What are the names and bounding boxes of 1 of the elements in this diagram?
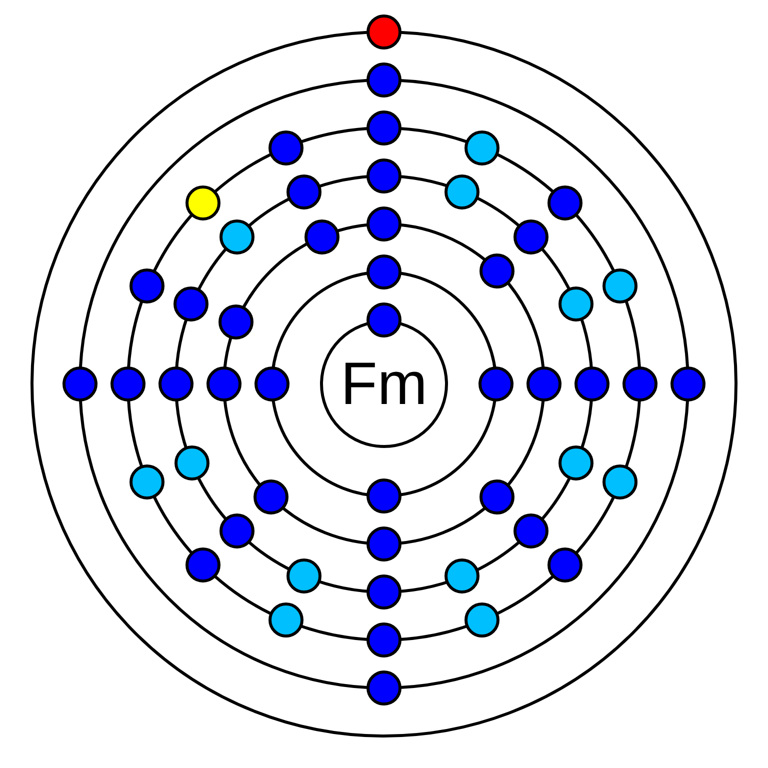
element-symbol: Fm bbox=[340, 354, 428, 414]
